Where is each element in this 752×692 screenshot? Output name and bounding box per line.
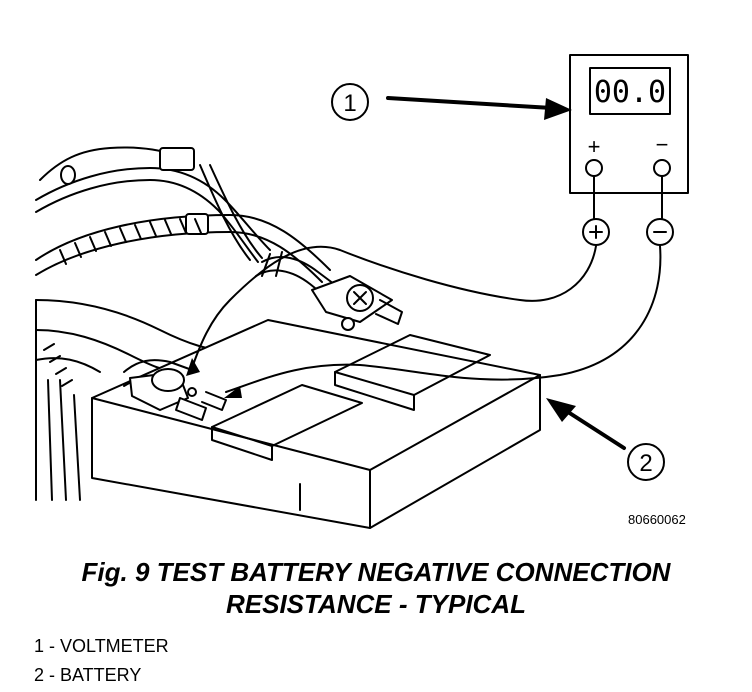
figure-id: 80660062: [628, 512, 686, 527]
callout-2-arrowhead: [546, 398, 576, 422]
voltmeter-plus-label: +: [588, 134, 601, 159]
caption-line-1: Fig. 9 TEST BATTERY NEGATIVE CONNECTION: [81, 557, 671, 587]
negative-terminal: [123, 359, 227, 421]
test-leads: [191, 245, 662, 393]
voltmeter: [569, 54, 689, 246]
lead-arrowheads: [186, 358, 242, 398]
callout-1-number: 1: [343, 90, 356, 117]
battery-test-illustration: 1 2 00.0 + −: [35, 54, 689, 529]
positive-terminal: [255, 251, 403, 331]
callout-2: [566, 410, 665, 481]
callout-1: [331, 83, 554, 121]
legend-item-voltmeter: 1 - VOLTMETER: [34, 636, 169, 656]
caption-line-2: RESISTANCE - TYPICAL: [226, 589, 526, 619]
battery: [91, 319, 541, 529]
voltmeter-display: 00.0: [594, 75, 666, 110]
callout-2-number: 2: [639, 450, 652, 477]
legend-item-battery: 2 - BATTERY: [34, 665, 142, 685]
callout-1-arrowhead: [544, 98, 572, 120]
voltmeter-minus-label: −: [656, 132, 669, 157]
